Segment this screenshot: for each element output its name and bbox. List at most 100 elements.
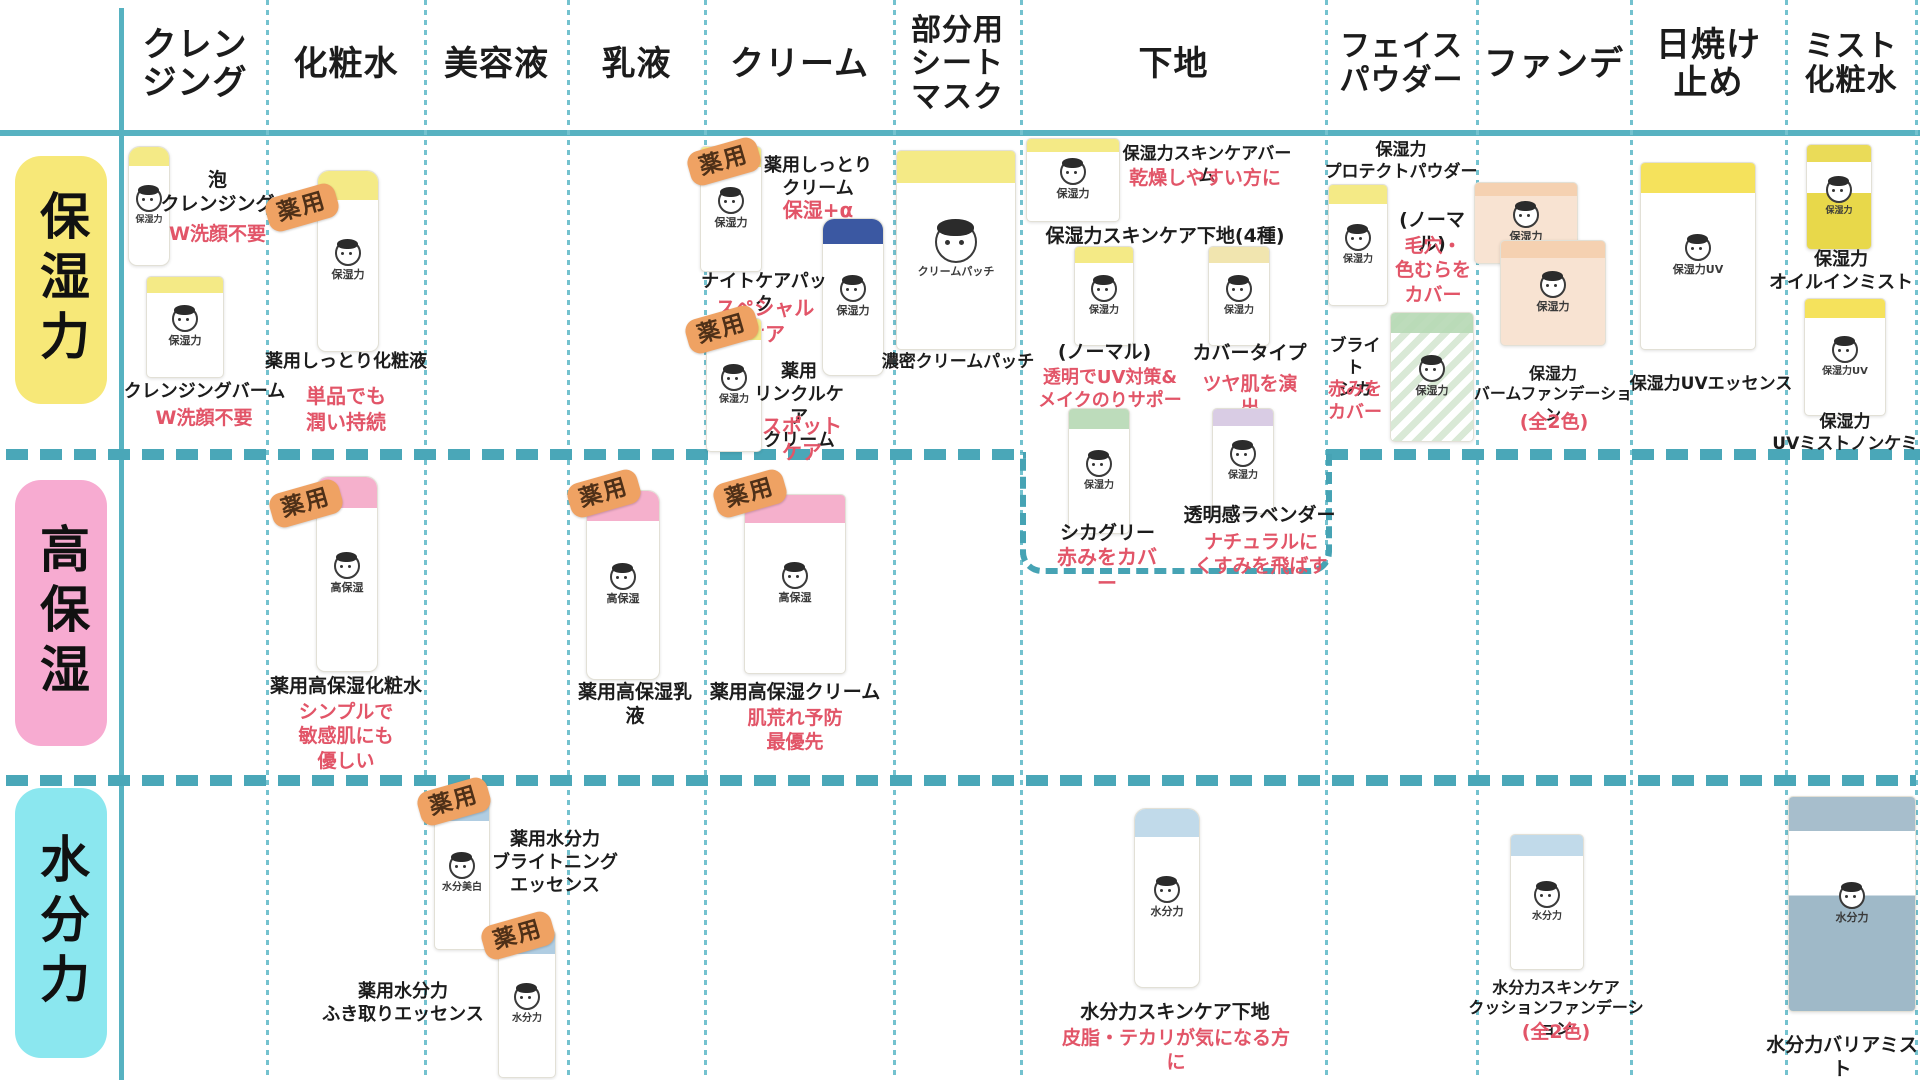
product-package-foam-cleansing: 保湿力 xyxy=(128,146,170,266)
product-note: 透明でUV対策& メイクのりサポート xyxy=(1038,367,1182,434)
product-name: 水分力スキンケア下地 xyxy=(1080,1001,1270,1023)
product-package-cream-patch: クリームパッチ xyxy=(896,150,1016,350)
product-package-bright-cica: 保湿力 xyxy=(1390,312,1474,442)
product-name: (ノーマル) xyxy=(1399,209,1465,256)
mascot-face-icon xyxy=(840,275,866,303)
base-group-heading: 保湿力スキンケア下地(4種) xyxy=(1045,225,1285,247)
product-note: 肌荒れ予防 最優先 xyxy=(747,707,843,754)
product-package-oil-in-mist: 保湿力 xyxy=(1806,144,1872,250)
product-note: 赤みをカバー xyxy=(1057,545,1157,595)
product-note: 赤みを カバー xyxy=(1328,379,1382,424)
product-name: 水分力スキンケア クッションファンデーション xyxy=(1468,978,1644,1038)
mascot-face-icon xyxy=(1826,176,1852,204)
product-note: W洗顔不要 xyxy=(169,223,266,245)
product-name: 水分力バリアミスト xyxy=(1766,1034,1918,1080)
header-divider-line xyxy=(0,130,1920,136)
row-divider xyxy=(6,449,1020,460)
product-package-cleansing-balm: 保湿力 xyxy=(146,276,224,378)
row-label-high-moisture: 高保湿 xyxy=(15,480,107,746)
mascot-face-icon xyxy=(935,219,977,264)
mascot-face-icon xyxy=(1230,439,1256,467)
column-divider xyxy=(1915,0,1918,1080)
column-divider xyxy=(1785,0,1788,1080)
product-package-powder-normal: 保湿力 xyxy=(1328,184,1388,306)
row-divider xyxy=(6,775,1916,786)
product-note: ナチュラルに くすみを飛ばす xyxy=(1194,531,1328,578)
mascot-face-icon xyxy=(1419,355,1445,383)
product-name: 薬用高保湿クリーム xyxy=(709,681,881,703)
product-package-uv-mist: 保湿力UV xyxy=(1804,298,1886,416)
mascot-face-icon xyxy=(335,239,361,267)
product-note: 皮脂・テカリが気になる方に xyxy=(1061,1027,1290,1074)
column-header-lotion: 化粧水 xyxy=(293,43,399,84)
mascot-face-icon xyxy=(1839,882,1865,910)
mascot-face-icon xyxy=(1091,274,1117,302)
product-package-high-moist-lotion: 高保湿 xyxy=(316,476,378,672)
product-name: 保湿力 UVミストノンケミ xyxy=(1772,412,1918,454)
product-name: 薬用水分力 ブライトニング エッセンス xyxy=(492,829,618,897)
mascot-face-icon xyxy=(172,305,198,333)
column-header-sunscreen: 日焼け 止め xyxy=(1656,24,1761,103)
product-name: (ノーマル) xyxy=(1057,341,1152,363)
mascot-face-icon xyxy=(1832,335,1858,363)
product-name: 薬用 リンクルケア クリーム xyxy=(754,361,844,452)
mascot-face-icon xyxy=(136,185,162,213)
row-divider xyxy=(1326,449,1920,460)
product-name: 泡 クレンジング xyxy=(160,169,275,216)
base-extension-dashed-box xyxy=(1020,452,1332,574)
column-divider xyxy=(1476,0,1479,1080)
mascot-face-icon xyxy=(514,982,540,1010)
product-package-skincare-balm: 保湿力 xyxy=(1026,138,1120,222)
product-package-water-base: 水分力 xyxy=(1134,808,1200,988)
mascot-face-icon xyxy=(1534,880,1560,908)
column-header-serum: 美容液 xyxy=(444,43,549,84)
mascot-face-icon xyxy=(449,851,475,879)
product-name: ナイトケアパック xyxy=(701,271,827,316)
mascot-face-icon xyxy=(718,187,744,215)
product-name: 保湿力UVエッセンス xyxy=(1629,374,1793,394)
product-note: スポット ケア xyxy=(762,414,842,464)
product-package-barrier-mist: 水分力 xyxy=(1788,796,1916,1012)
mascot-face-icon xyxy=(334,552,360,580)
column-header-emulsion: 乳液 xyxy=(601,43,672,84)
left-axis-line xyxy=(119,8,124,1080)
mascot-face-icon xyxy=(1345,223,1371,251)
product-name: 保湿力スキンケアバーム xyxy=(1122,144,1292,186)
product-package-balm-foundation: 保湿力 xyxy=(1500,240,1606,346)
product-package-high-moist-emulsion: 高保湿 xyxy=(586,490,660,680)
mascot-face-icon xyxy=(782,562,808,590)
mascot-face-icon xyxy=(1513,201,1539,229)
mascot-face-icon xyxy=(1685,234,1711,262)
product-name: 濃密クリームパッチ xyxy=(881,352,1035,372)
product-name: 薬用高保湿化粧水 xyxy=(269,675,422,697)
product-package-base-cover: 保湿力 xyxy=(1208,246,1270,346)
product-note: (全2色) xyxy=(1519,411,1589,433)
column-divider xyxy=(1630,0,1633,1080)
column-header-mist-lotion: ミスト 化粧水 xyxy=(1804,29,1898,98)
product-name: 薬用しっとり クリーム xyxy=(764,155,872,200)
column-divider xyxy=(567,0,570,1080)
product-package-base-normal: 保湿力 xyxy=(1074,246,1134,346)
column-divider xyxy=(893,0,896,1080)
mascot-face-icon xyxy=(1086,449,1112,477)
column-header-cleansing: クレン ジング xyxy=(142,24,248,103)
mascot-face-icon xyxy=(1154,876,1180,904)
product-name: クレンジングバーム xyxy=(123,381,286,402)
product-note: 毛穴・ 色むらを カバー xyxy=(1394,235,1471,306)
column-header-sheet-mask: 部分用 シート マスク xyxy=(911,12,1004,115)
row-label-water: 水分力 xyxy=(15,788,107,1058)
product-package-high-moist-cream: 高保湿 xyxy=(744,494,846,674)
product-note: W洗顔不要 xyxy=(155,407,253,429)
mascot-face-icon xyxy=(1540,271,1566,299)
column-divider xyxy=(266,0,269,1080)
product-name: 透明感ラベンダー xyxy=(1183,504,1336,526)
product-note: シンプルで 敏感肌にも 優しい xyxy=(298,701,394,772)
product-note: (全2色) xyxy=(1521,1021,1591,1043)
product-note: 単品でも 潤い持続 xyxy=(306,384,386,434)
powder-heading: 保湿力 プロテクトパウダー xyxy=(1324,140,1478,182)
product-package-base-lavender: 保湿力 xyxy=(1212,408,1274,514)
column-divider xyxy=(704,0,707,1080)
product-name: カバータイプ xyxy=(1192,342,1307,364)
product-name: 保湿力 バームファンデーション xyxy=(1473,364,1633,424)
